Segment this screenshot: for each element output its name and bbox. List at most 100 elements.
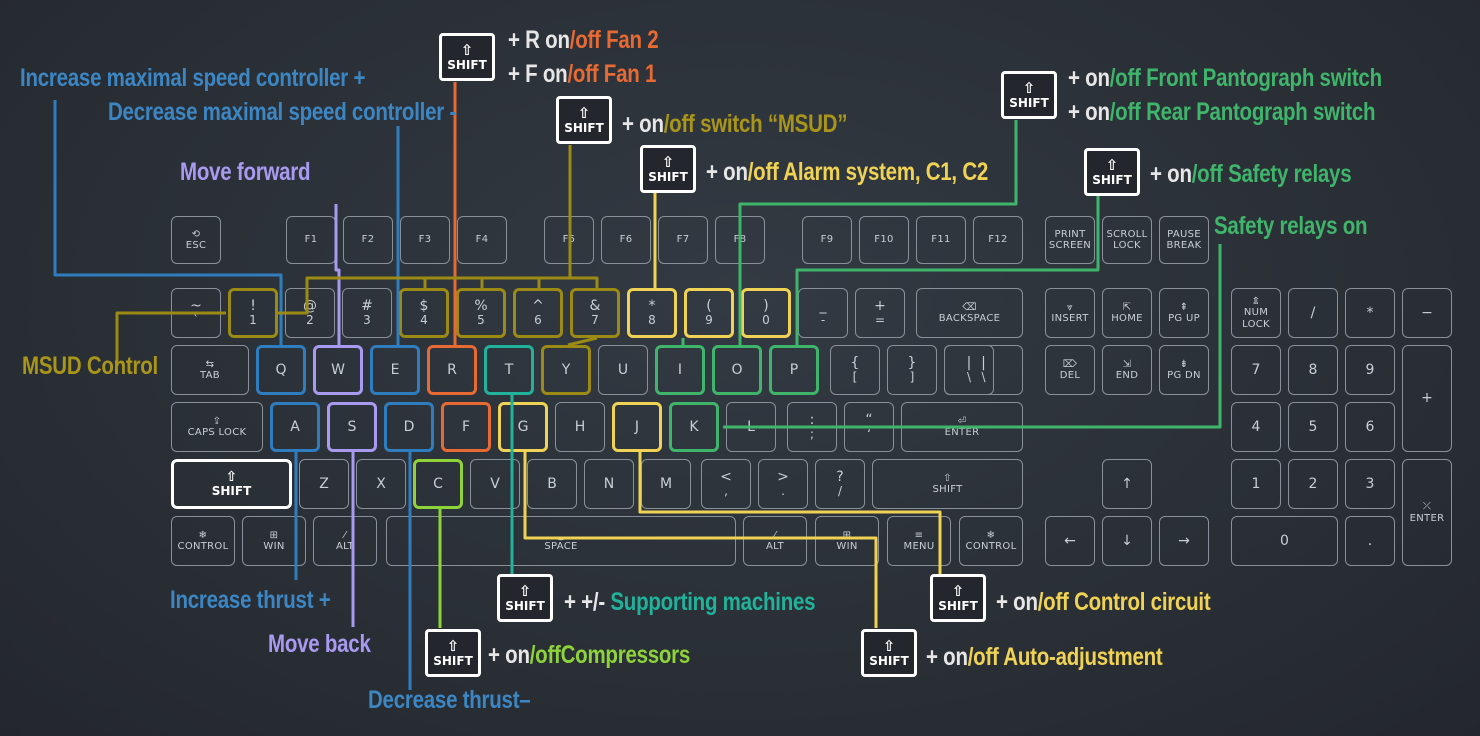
key-a[interactable]: A [270, 402, 320, 452]
key-win-5[interactable]: ⊞WIN [815, 516, 879, 566]
key-g[interactable]: G [498, 402, 548, 452]
label-fan2: + R on/off Fan 2 [508, 26, 659, 54]
key-numpad-enter[interactable]: ⤫ENTER [1402, 459, 1452, 566]
key-n[interactable]: N [584, 459, 634, 509]
key-numpad-plus[interactable]: + [1402, 345, 1452, 452]
key-numpad-2[interactable]: 2 [1288, 459, 1338, 509]
key-del[interactable]: ⌦DEL [1045, 345, 1095, 395]
key-i[interactable]: I [655, 345, 705, 395]
key-home[interactable]: ⇱HOME [1102, 288, 1152, 338]
key-pg-dn[interactable]: ⇟PG DN [1159, 345, 1209, 395]
key-sym-bracket[interactable]: }] [887, 345, 937, 395]
key-x[interactable]: X [356, 459, 406, 509]
key-d[interactable]: D [384, 402, 434, 452]
key-menu-6[interactable]: ≡MENU [887, 516, 951, 566]
key-control-7[interactable]: ❄CONTROL [959, 516, 1023, 566]
key-f11[interactable]: F11 [916, 216, 966, 264]
key-3[interactable]: #3 [342, 288, 392, 338]
key-w[interactable]: W [313, 345, 363, 395]
key-tab[interactable]: ⇆TAB [171, 345, 249, 395]
key-alt-2[interactable]: ⁄ALT [313, 516, 377, 566]
key-punct-z-2[interactable]: ?/ [815, 459, 865, 509]
key-alt-4[interactable]: ⁄ALT [743, 516, 807, 566]
key-k[interactable]: K [669, 402, 719, 452]
label-msud-control: MSUD Control [22, 352, 158, 380]
key-numpad-6[interactable]: 6 [1345, 402, 1395, 452]
key-control-0[interactable]: ❄CONTROL [171, 516, 235, 566]
key-pg-up[interactable]: ⇞PG UP [1159, 288, 1209, 338]
key-arrow-down[interactable]: ↓ [1102, 516, 1152, 566]
key-1[interactable]: !1 [228, 288, 278, 338]
key-arrow-up[interactable]: ↑ [1102, 459, 1152, 509]
key-backspace[interactable]: ⌫BACKSPACE [916, 288, 1023, 338]
key-num-lock[interactable]: ⇭NUM LOCK [1231, 288, 1281, 338]
key-p[interactable]: P [769, 345, 819, 395]
key-numpad-1[interactable]: 1 [1231, 459, 1281, 509]
key-8[interactable]: *8 [627, 288, 677, 338]
key-y[interactable]: Y [541, 345, 591, 395]
key-arrow-left[interactable]: ← [1045, 516, 1095, 566]
key-f9[interactable]: F9 [802, 216, 852, 264]
key-sym-bracket[interactable]: {[ [830, 345, 880, 395]
key-f3[interactable]: F3 [400, 216, 450, 264]
key-u[interactable]: U [598, 345, 648, 395]
key-numpad-8[interactable]: 8 [1288, 345, 1338, 395]
key-numpad-minus[interactable]: − [1402, 288, 1452, 338]
key-end[interactable]: ⇲END [1102, 345, 1152, 395]
key-q[interactable]: Q [256, 345, 306, 395]
key-numpad-5[interactable]: 5 [1288, 402, 1338, 452]
key-h[interactable]: H [555, 402, 605, 452]
shift-arrow-icon: ⇧ [661, 153, 675, 172]
key-numpad-slash[interactable]: / [1288, 288, 1338, 338]
key-j[interactable]: J [612, 402, 662, 452]
key-f10[interactable]: F10 [859, 216, 909, 264]
key-t[interactable]: T [484, 345, 534, 395]
key-numpad-9[interactable]: 9 [1345, 345, 1395, 395]
key-numpad-dot[interactable]: . [1345, 516, 1395, 566]
key-esc[interactable]: ⟲ESC [171, 216, 221, 264]
key-f7[interactable]: F7 [658, 216, 708, 264]
key-sym[interactable]: += [855, 288, 905, 338]
key-backslash[interactable]: |\ [944, 345, 1023, 395]
key-shift-right[interactable]: ⇧SHIFT [872, 459, 1023, 509]
key-r[interactable]: R [427, 345, 477, 395]
key-f[interactable]: F [441, 402, 491, 452]
key-9[interactable]: (9 [684, 288, 734, 338]
key-z[interactable]: Z [299, 459, 349, 509]
key-numpad-7[interactable]: 7 [1231, 345, 1281, 395]
key-win-1[interactable]: ⊞WIN [242, 516, 306, 566]
line-q [53, 100, 283, 345]
key-arrow-right[interactable]: → [1159, 516, 1209, 566]
key-f6[interactable]: F6 [601, 216, 651, 264]
key-numpad-4[interactable]: 4 [1231, 402, 1281, 452]
key-e[interactable]: E [370, 345, 420, 395]
key-f2[interactable]: F2 [343, 216, 393, 264]
key-c[interactable]: C [413, 459, 463, 509]
key-0[interactable]: )0 [741, 288, 791, 338]
shift-arrow-icon: ⇧ [1022, 79, 1036, 98]
key-6[interactable]: ^6 [513, 288, 563, 338]
key-s[interactable]: S [327, 402, 377, 452]
key-f12[interactable]: F12 [973, 216, 1023, 264]
key-numpad-3[interactable]: 3 [1345, 459, 1395, 509]
key-b[interactable]: B [527, 459, 577, 509]
key-caps-lock[interactable]: ⇪CAPS LOCK [171, 402, 263, 452]
key-f4[interactable]: F4 [457, 216, 507, 264]
key-numpad-0[interactable]: 0 [1231, 516, 1338, 566]
key-punct-z-1[interactable]: >. [758, 459, 808, 509]
key-4[interactable]: $4 [399, 288, 449, 338]
key-numpad-star[interactable]: * [1345, 288, 1395, 338]
key-space-3[interactable]: ‿SPACE [386, 516, 736, 566]
key-v[interactable]: V [470, 459, 520, 509]
label-control-circuit: + on/off Control circuit [996, 588, 1211, 616]
key-5[interactable]: %5 [456, 288, 506, 338]
key-7[interactable]: &7 [570, 288, 620, 338]
key-punct-z-0[interactable]: <, [701, 459, 751, 509]
key-o[interactable]: O [712, 345, 762, 395]
key-insert[interactable]: ⩔INSERT [1045, 288, 1095, 338]
key-shift-left[interactable]: ⇧SHIFT [171, 459, 292, 509]
